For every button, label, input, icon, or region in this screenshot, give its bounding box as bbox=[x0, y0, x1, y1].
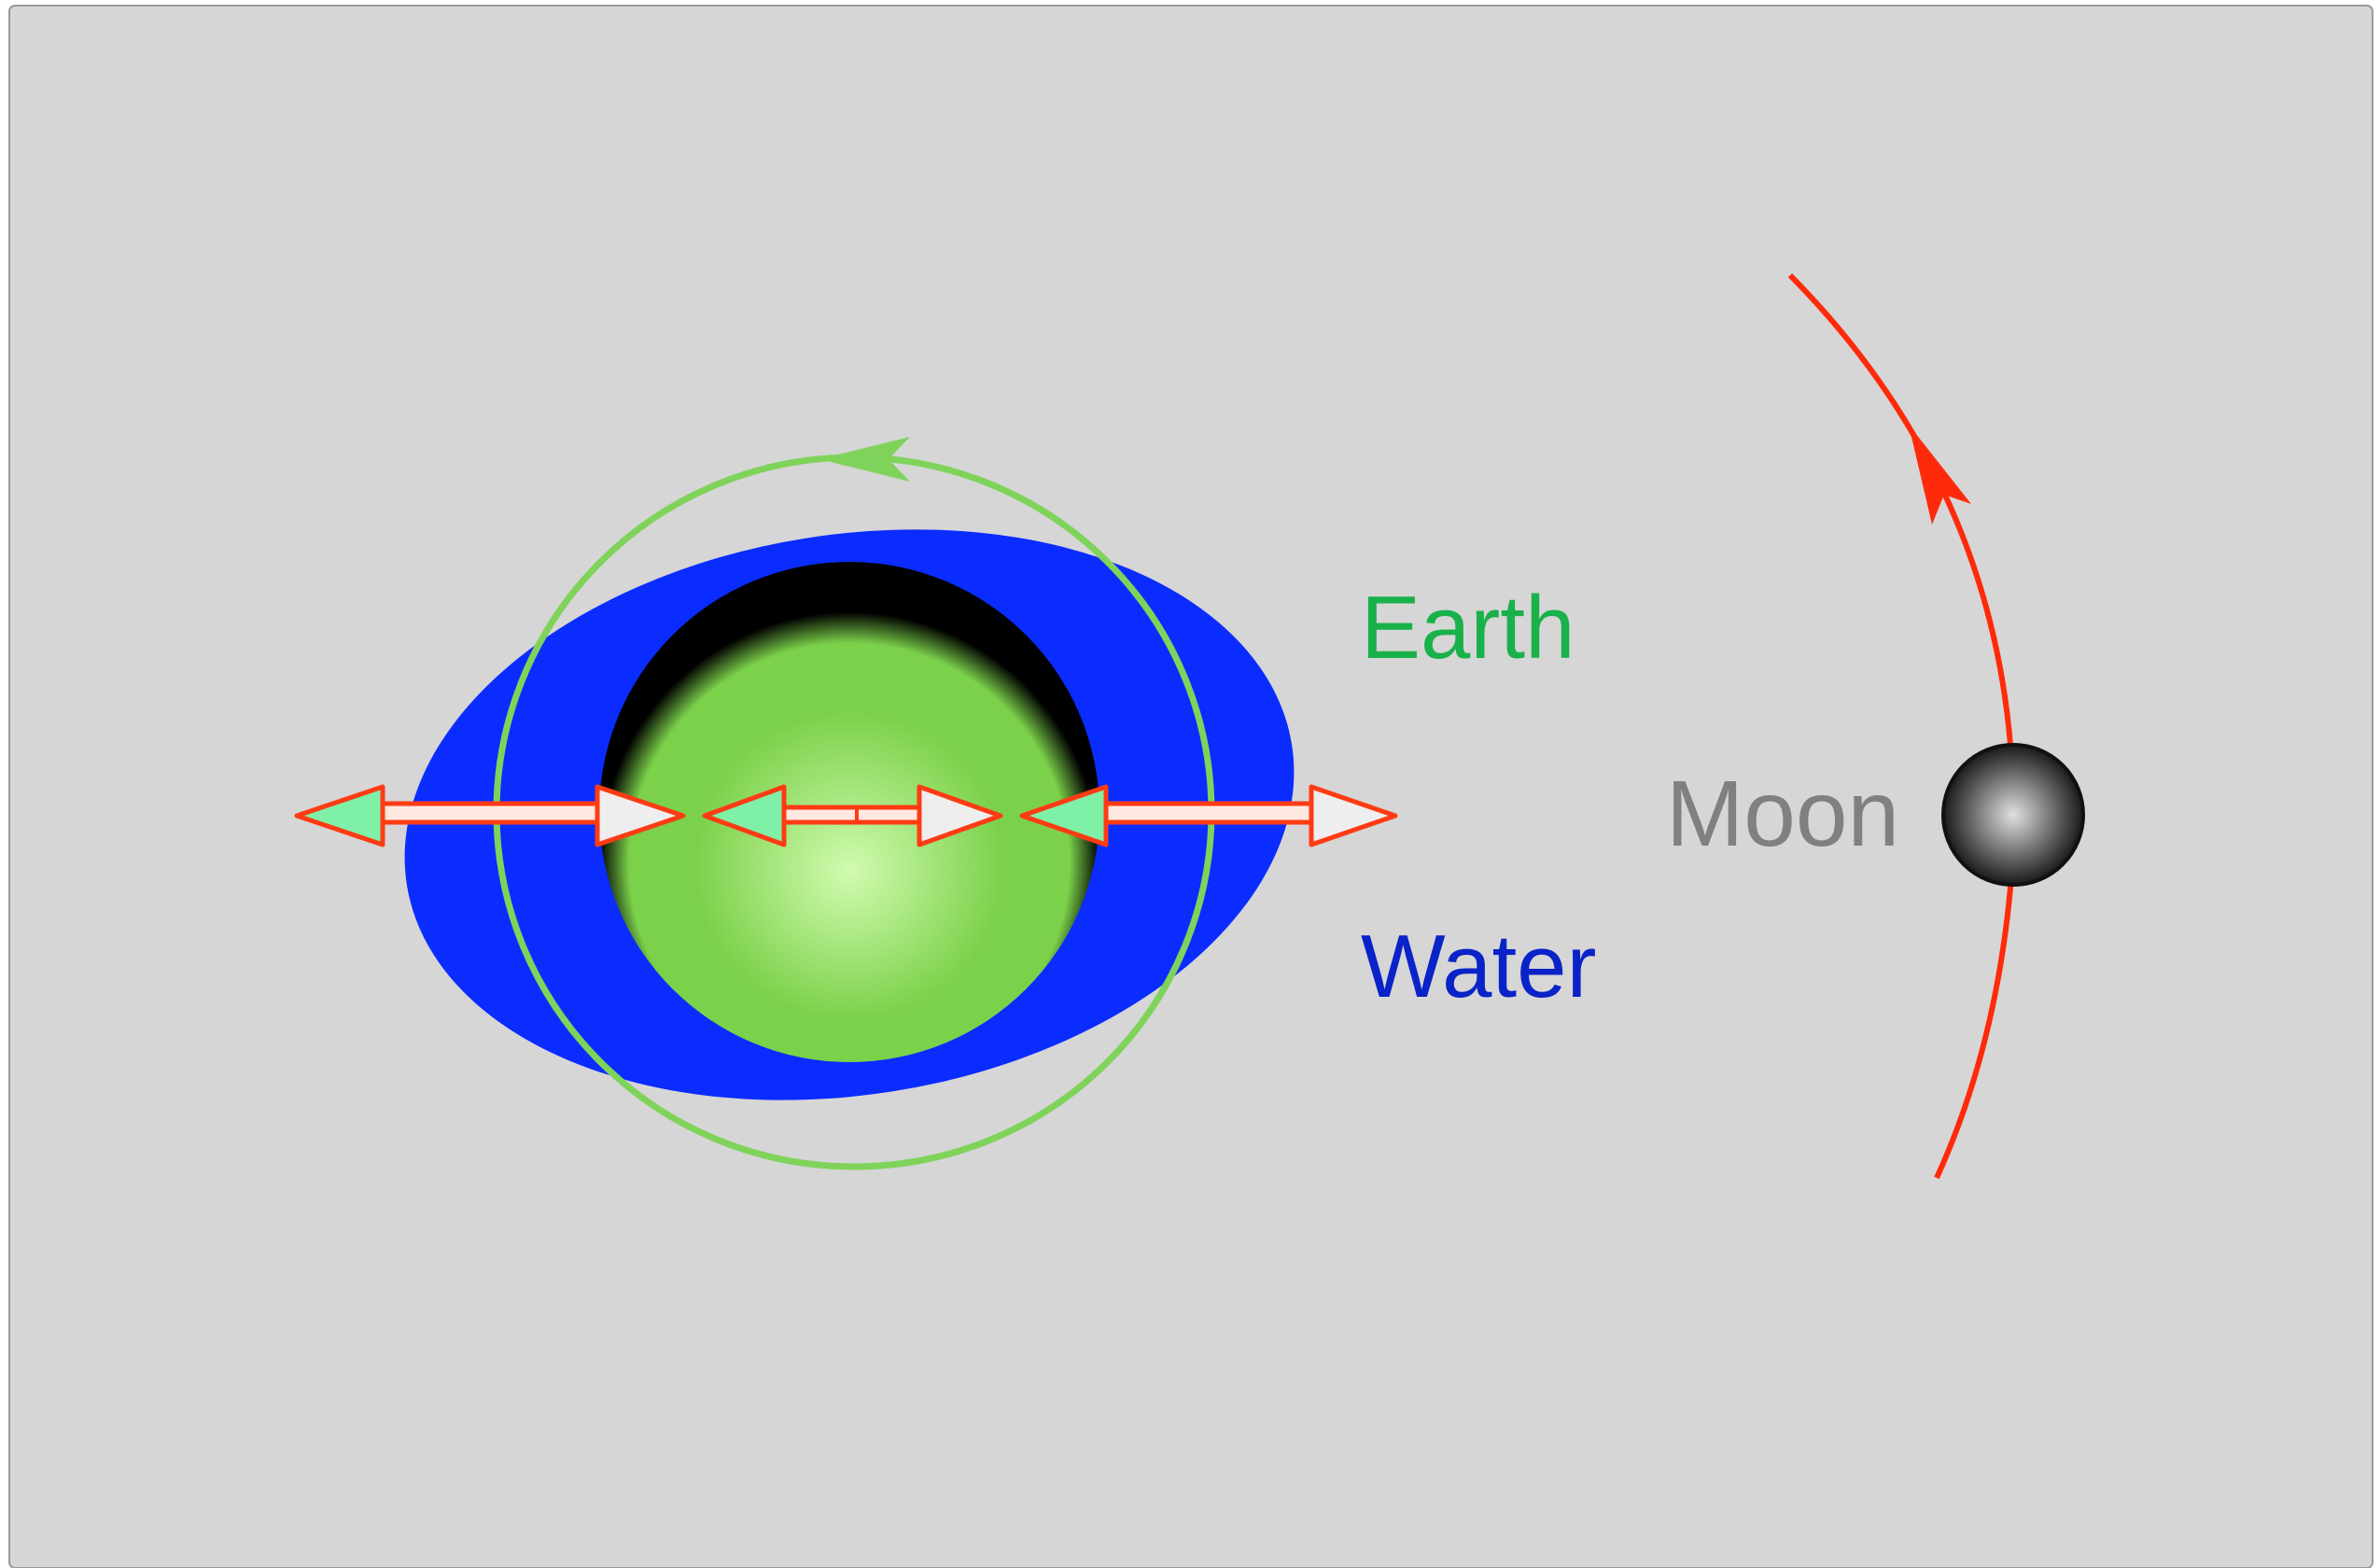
tidal-force-arrows bbox=[294, 784, 1398, 847]
moon-label: Moon bbox=[1666, 762, 1899, 866]
force-arrow-left bbox=[294, 784, 686, 847]
force-arrow-right bbox=[1019, 784, 1398, 847]
rotation-arrowhead bbox=[819, 437, 910, 482]
water-label: Water bbox=[1361, 917, 1596, 1016]
earth-label: Earth bbox=[1361, 578, 1575, 678]
moon-sphere bbox=[1941, 743, 2085, 887]
orbit-arrowhead bbox=[1909, 425, 1971, 525]
force-arrow-center bbox=[702, 784, 1003, 847]
